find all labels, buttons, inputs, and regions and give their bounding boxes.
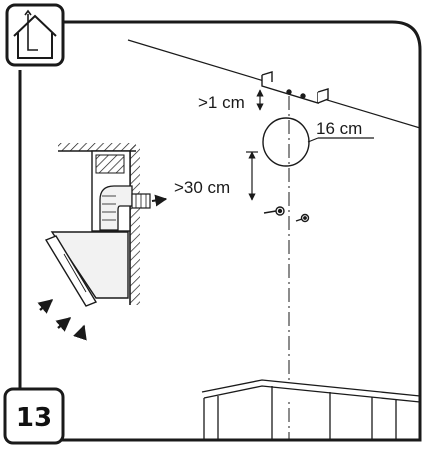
clearance-bracket-dimension: >30 cm bbox=[174, 151, 258, 201]
hood-top-view bbox=[201, 379, 421, 440]
duct-diameter-label: 16 cm bbox=[316, 119, 362, 138]
ceiling-bracket bbox=[261, 71, 329, 104]
wall-plug-icon bbox=[295, 213, 310, 223]
step-badge: 13 bbox=[3, 387, 65, 445]
clearance-top-dimension: >1 cm bbox=[198, 89, 264, 112]
screw-icon bbox=[263, 206, 285, 216]
diagram-frame bbox=[18, 20, 422, 442]
hood-side-view bbox=[37, 143, 168, 341]
step-number: 13 bbox=[16, 403, 52, 433]
duct-outlet: 16 cm bbox=[262, 117, 374, 167]
clearance-bracket-label: >30 cm bbox=[174, 178, 230, 197]
clearance-top-label: >1 cm bbox=[198, 93, 245, 112]
house-chimney-icon bbox=[5, 3, 65, 67]
